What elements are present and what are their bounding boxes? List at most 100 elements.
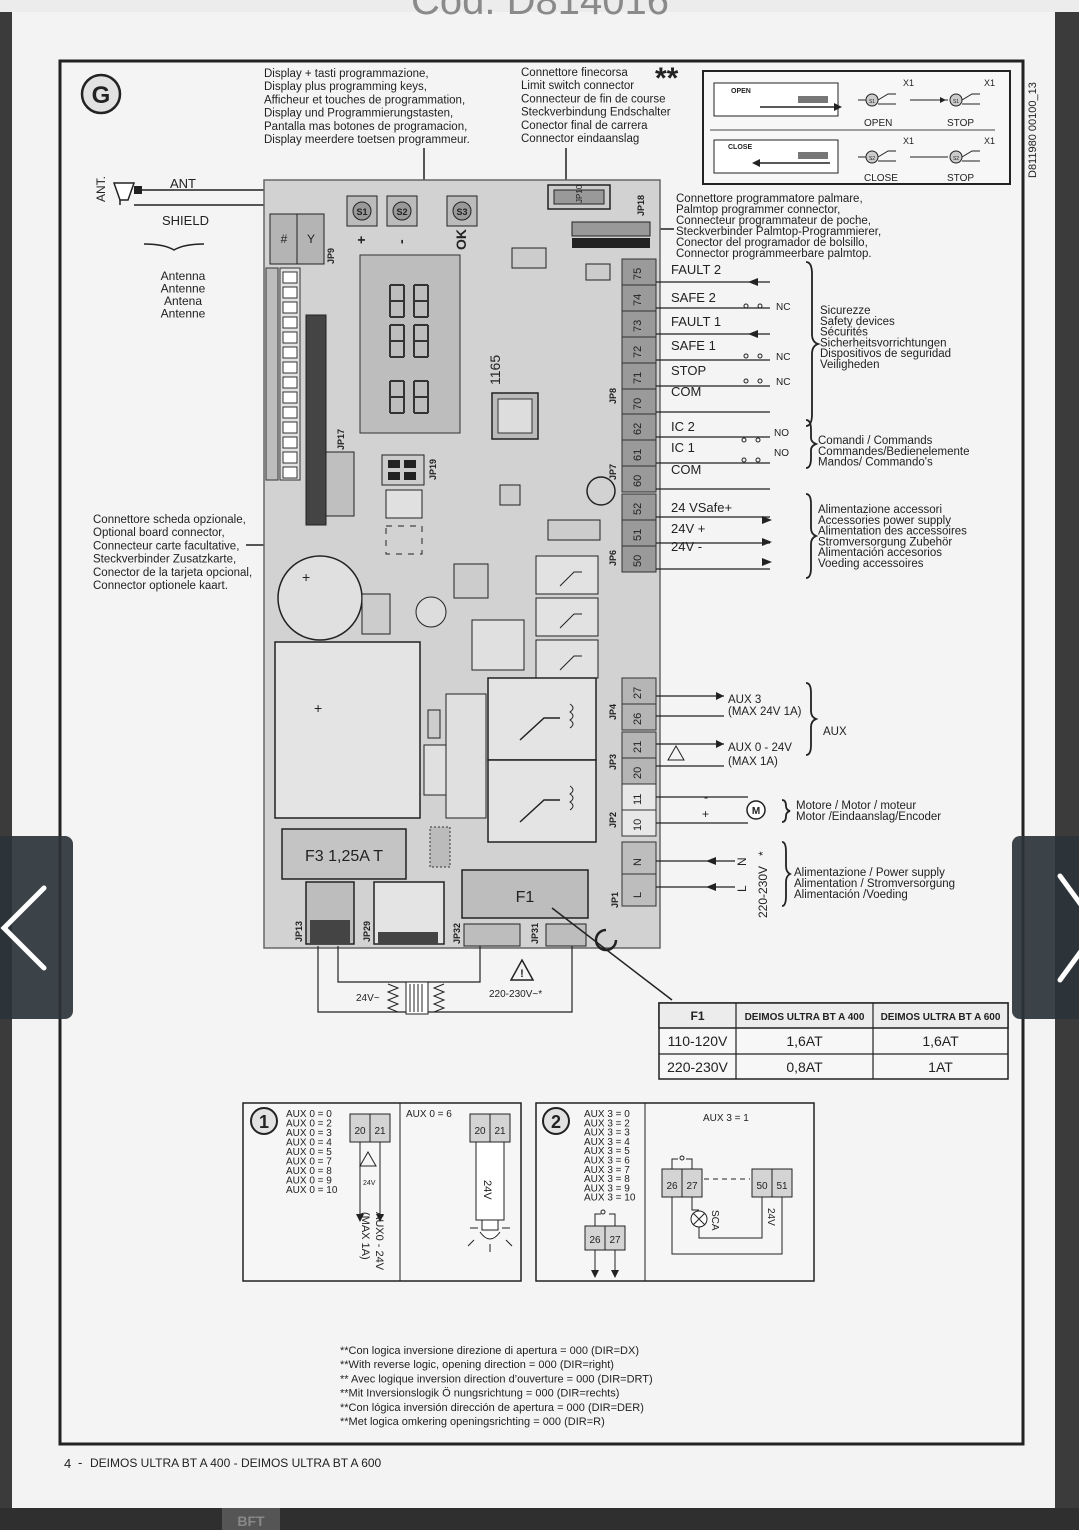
terminal-number: 61 <box>632 449 644 461</box>
antenna-caption-line: Antenne <box>161 307 206 321</box>
optional-caption-line: Connector optionele kaart. <box>93 580 228 592</box>
terminal-block <box>621 493 657 521</box>
box2-t27b: 27 <box>686 1181 698 1192</box>
box2-t26b: 26 <box>666 1181 678 1192</box>
connector-pin <box>282 376 298 389</box>
terminal-number: 21 <box>632 741 644 753</box>
palmtop-caption-line: Palmtop programmer connector, <box>676 204 840 216</box>
terminal-label: FAULT 2 <box>671 262 721 277</box>
terminal-label: SAFE 2 <box>671 290 716 305</box>
aux0-warning <box>667 744 685 761</box>
box2-24v: 24V <box>765 1208 776 1226</box>
acc-arrow <box>762 538 772 546</box>
note-line: **With reverse logic, opening direction … <box>340 1359 614 1371</box>
terminal-block <box>621 677 657 705</box>
contact-tag: NO <box>774 428 789 439</box>
jp32-label: JP32 <box>452 923 462 944</box>
footer-title: DEIMOS ULTRA BT A 400 - DEIMOS ULTRA BT … <box>90 1456 382 1470</box>
connector-pin <box>282 421 298 434</box>
reverse-logic-notes: **Con logica inversione direzione di ape… <box>340 1345 653 1428</box>
palmtop-caption: Connettore programmatore palmare,Palmtop… <box>676 193 881 260</box>
palmtop-caption-line: Connecteur programmateur de poche, <box>676 215 871 227</box>
contact-dot <box>757 378 763 384</box>
terminal-label: IC 2 <box>671 419 695 434</box>
terminal-number: 62 <box>632 423 644 435</box>
terminal-block <box>621 519 657 547</box>
antenna-section: ANT. ANT SHIELD AntennaAntenneAntenaAnte… <box>94 176 317 321</box>
palmtop-caption-line: Conector del programador de bolsillo, <box>676 237 868 249</box>
aux0-caption-line: AUX 0 - 24V <box>728 742 792 754</box>
terminal-block <box>621 439 657 467</box>
box1-t20: 20 <box>354 1126 366 1137</box>
box1-aux-item: AUX 0 = 10 <box>286 1185 338 1196</box>
box1-aux6: AUX 0 = 6 <box>406 1109 452 1120</box>
note-line: **Met logica omkering openingsrichting =… <box>340 1416 605 1428</box>
aux0-caption-line: (MAX 1A) <box>728 756 778 768</box>
box2-t50: 50 <box>756 1181 768 1192</box>
jp17-label: JP17 <box>336 429 346 450</box>
limit-stop-label-1: STOP <box>947 118 974 129</box>
box2-t26a: 26 <box>589 1235 601 1246</box>
contact-tag: NC <box>776 377 790 388</box>
trafo-plus: + <box>314 700 322 716</box>
fuse-table-header-row <box>658 1002 1009 1029</box>
terminal-block <box>621 545 657 573</box>
box2-aux-item: AUX 3 = 4 <box>584 1137 630 1148</box>
safety-caption-line: Safety devices <box>820 316 895 328</box>
terminal-block <box>621 336 657 364</box>
key-label: S1 <box>356 207 367 217</box>
n-arrow <box>706 857 716 865</box>
commands-caption-line: Mandos/ Commando's <box>818 457 933 469</box>
panel-badge <box>80 73 122 115</box>
motor-plus: + <box>702 807 709 821</box>
key-symbol: - <box>393 239 409 244</box>
x1-c: X1 <box>903 136 914 146</box>
motor-symbol <box>746 800 766 820</box>
terminal-block <box>621 362 657 390</box>
optional-board-caption: Connettore scheda opzionale,Optional boa… <box>93 514 252 592</box>
contact-dot <box>741 437 747 443</box>
accessories-caption-line: Alimentazione accessori <box>818 504 942 516</box>
next-page-button[interactable] <box>1012 836 1079 1019</box>
terminal-number: L <box>632 892 644 898</box>
key-label: S2 <box>396 207 407 217</box>
chip-label: 1165 <box>487 355 503 385</box>
limit-caption-line: Conector final de carrera <box>521 120 648 132</box>
box2-aux-item: AUX 3 = 10 <box>584 1193 636 1204</box>
terminal-block <box>621 703 657 731</box>
limit-caption-line: Connector eindaanslag <box>521 133 639 145</box>
safety-caption-line: Dispositivos de seguridad <box>820 348 951 360</box>
terminal-number: 11 <box>632 794 644 805</box>
ant-label: ANT <box>170 176 196 191</box>
terminal-number: 50 <box>632 555 644 567</box>
accessories-caption-line: Voeding accessoires <box>818 558 924 570</box>
box2-aux1: AUX 3 = 1 <box>703 1113 749 1124</box>
sw-s1-a: S1 <box>869 99 875 105</box>
box2-aux-item: AUX 3 = 6 <box>584 1156 630 1167</box>
box1-aux-item: AUX 0 = 0 <box>286 1109 332 1120</box>
limit-open-tag: OPEN <box>731 88 751 95</box>
n-label: N <box>735 857 749 866</box>
aux3-caption-line: (MAX 24V 1A) <box>728 706 802 718</box>
note-line: **Con lógica inversión dirección de aper… <box>340 1402 644 1414</box>
chevron-left-icon <box>0 885 47 971</box>
fuse-table-header: DEIMOS ULTRA BT A 400 <box>745 1012 865 1023</box>
terminal-label: 24V + <box>671 521 705 536</box>
key-symbol: + <box>353 236 369 244</box>
box2-num: 2 <box>551 1112 561 1132</box>
terminal-number: 60 <box>632 475 644 487</box>
display-caption-line: Display plus programming keys, <box>264 81 427 93</box>
box2-aux-item: AUX 3 = 9 <box>584 1183 630 1194</box>
box1-24v-small: 24V <box>363 1180 376 1187</box>
terminal-number: N <box>632 858 644 866</box>
note-line: **Con logica inversione direzione di ape… <box>340 1345 639 1357</box>
contact-tag: NC <box>776 302 790 313</box>
palmtop-caption-line: Steckverbinder Palmtop-Programmierer, <box>676 226 881 238</box>
box1-t21b: 21 <box>494 1126 506 1137</box>
fuse-table-header: DEIMOS ULTRA BT A 600 <box>881 1012 1001 1023</box>
terminal-block <box>621 284 657 312</box>
contact-dot <box>755 437 761 443</box>
previous-page-button[interactable] <box>0 836 73 1019</box>
terminal-block <box>621 413 657 441</box>
